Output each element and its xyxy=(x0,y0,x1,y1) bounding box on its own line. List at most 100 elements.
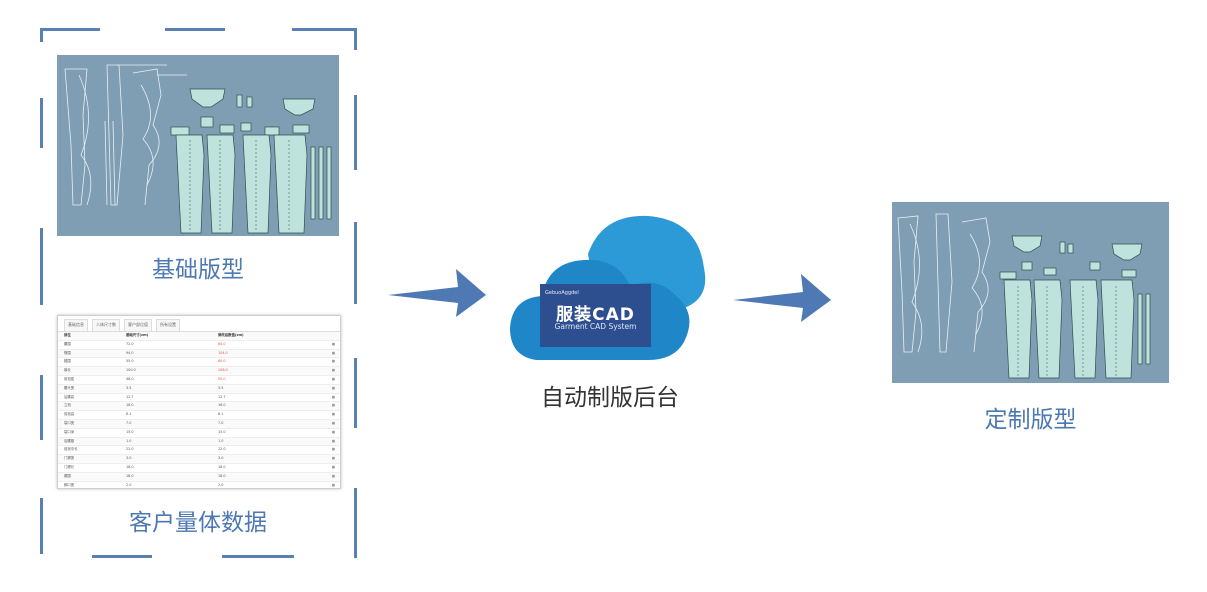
table-cell: 膝围 xyxy=(64,473,71,478)
table-cell: 55.0 xyxy=(126,359,134,364)
table-row: 前浪中长 22.0 22.0 ■ xyxy=(58,446,340,456)
table-cell: 脚口宽 xyxy=(64,482,75,487)
table-cell: 8.1 xyxy=(218,412,224,417)
cad-title: 服装CAD xyxy=(556,305,635,325)
table-tab[interactable]: 所有设置 xyxy=(156,319,180,331)
row-delete-icon[interactable]: ■ xyxy=(331,482,335,487)
table-tab[interactable]: 基础信息 xyxy=(64,319,88,331)
table-tab[interactable]: 人体尺寸数 xyxy=(92,319,120,331)
cad-logo: GebuoAggdel 服装CAD Garment CAD System xyxy=(540,284,651,347)
table-cell: 15.0 xyxy=(126,429,134,434)
table-cell: 3.5 xyxy=(126,385,132,390)
table-cell: 2.0 xyxy=(126,482,132,487)
header-cell: 修改后数值(cm) xyxy=(218,333,244,337)
frame-top-left-h xyxy=(40,28,100,31)
table-row: 后腰翘 1.0 1.0 ■ xyxy=(58,437,340,447)
pattern-pieces-drawing xyxy=(64,64,332,234)
table-row: 立裆 16.0 16.0 ■ xyxy=(58,402,340,412)
row-delete-icon[interactable]: ■ xyxy=(331,447,335,452)
row-delete-icon[interactable]: ■ xyxy=(331,456,335,461)
table-cell: 22.0 xyxy=(218,447,226,452)
table-cell: 立裆 xyxy=(64,403,71,408)
table-row: 腰头宽 3.5 3.5 ■ xyxy=(58,384,340,394)
table-cell: 60.0 xyxy=(218,359,226,364)
row-delete-icon[interactable]: ■ xyxy=(331,394,335,399)
backend-label: 自动制版后台 xyxy=(541,385,679,411)
table-cell: 3.0 xyxy=(126,456,132,461)
table-row: 腰围 72.0 64.0 ■ xyxy=(58,341,340,350)
table-cell: 3.5 xyxy=(218,385,224,390)
frame-left-v1 xyxy=(40,98,43,148)
table-cell: 袋口深 xyxy=(64,429,75,434)
table-cell: 腰围 xyxy=(64,341,71,346)
table-cell: 门襟长 xyxy=(64,464,75,469)
row-delete-icon[interactable]: ■ xyxy=(331,438,335,443)
table-cell: 腰头宽 xyxy=(64,385,75,390)
frame-bottom-h2 xyxy=(222,555,294,558)
table-cell: 1.0 xyxy=(126,438,132,443)
frame-bottom-h1 xyxy=(92,555,152,558)
frame-right-v1 xyxy=(354,95,357,170)
table-cell: 后腰翘 xyxy=(64,438,75,443)
row-delete-icon[interactable]: ■ xyxy=(331,473,335,478)
frame-left-v4 xyxy=(40,498,43,554)
frame-right-v3 xyxy=(354,358,357,428)
row-delete-icon[interactable]: ■ xyxy=(331,412,335,417)
table-tab[interactable]: 客户部位值 xyxy=(124,319,152,331)
table-tabs: 基础信息 人体尺寸数 客户部位值 所有设置 xyxy=(58,316,340,332)
frame-top-mid-h xyxy=(165,28,225,31)
custom-pattern-label: 定制版型 xyxy=(984,407,1077,433)
row-delete-icon[interactable]: ■ xyxy=(331,385,335,390)
frame-right-v4 xyxy=(354,488,357,558)
table-cell: 18.0 xyxy=(218,473,226,478)
row-delete-icon[interactable]: ■ xyxy=(331,464,335,469)
table-cell: 7.0 xyxy=(218,420,224,425)
row-delete-icon[interactable]: ■ xyxy=(331,341,335,346)
custom-pattern-image xyxy=(892,202,1169,383)
row-delete-icon[interactable]: ■ xyxy=(331,359,335,364)
table-cell: 16.0 xyxy=(218,403,226,408)
table-cell: 16.0 xyxy=(126,403,134,408)
table-cell: 臀围 xyxy=(64,350,71,355)
frame-left-v3 xyxy=(40,375,43,440)
table-cell: 3.0 xyxy=(218,456,224,461)
row-delete-icon[interactable]: ■ xyxy=(331,350,335,355)
table-cell: 22.0 xyxy=(126,447,134,452)
row-delete-icon[interactable]: ■ xyxy=(331,368,335,373)
table-cell: 48.0 xyxy=(126,376,134,381)
frame-top-left-v xyxy=(40,28,43,42)
table-cell: 1.0 xyxy=(218,438,224,443)
arrow-to-backend xyxy=(388,269,486,317)
table-cell: 104.0 xyxy=(218,350,228,355)
cad-brand-small: GebuoAggdel xyxy=(545,290,579,296)
table-cell: 15.0 xyxy=(218,429,226,434)
table-cell: 72.0 xyxy=(126,341,134,346)
table-row: 腿围 55.0 60.0 ■ xyxy=(58,358,340,368)
customer-data-label: 客户量体数据 xyxy=(129,510,267,536)
table-cell: 12.7 xyxy=(126,394,134,399)
table-cell: 前浪中长 xyxy=(64,447,78,452)
row-delete-icon[interactable]: ■ xyxy=(331,403,335,408)
table-cell: 64.0 xyxy=(218,341,226,346)
table-cell: 腿围 xyxy=(64,359,71,364)
header-cell: 基础尺寸(cm) xyxy=(126,333,149,337)
table-row: 袋口深 15.0 15.0 ■ xyxy=(58,429,340,438)
arrow-to-custom-pattern xyxy=(733,274,831,322)
frame-left-v2 xyxy=(40,228,43,305)
row-delete-icon[interactable]: ■ xyxy=(331,429,335,434)
table-cell: 106.0 xyxy=(218,368,228,373)
cad-subtitle: Garment CAD System xyxy=(554,322,637,331)
table-cell: 前裆弧 xyxy=(64,376,75,381)
row-delete-icon[interactable]: ■ xyxy=(331,376,335,381)
table-cell: 袋口宽 xyxy=(64,420,75,425)
row-delete-icon[interactable]: ■ xyxy=(331,420,335,425)
